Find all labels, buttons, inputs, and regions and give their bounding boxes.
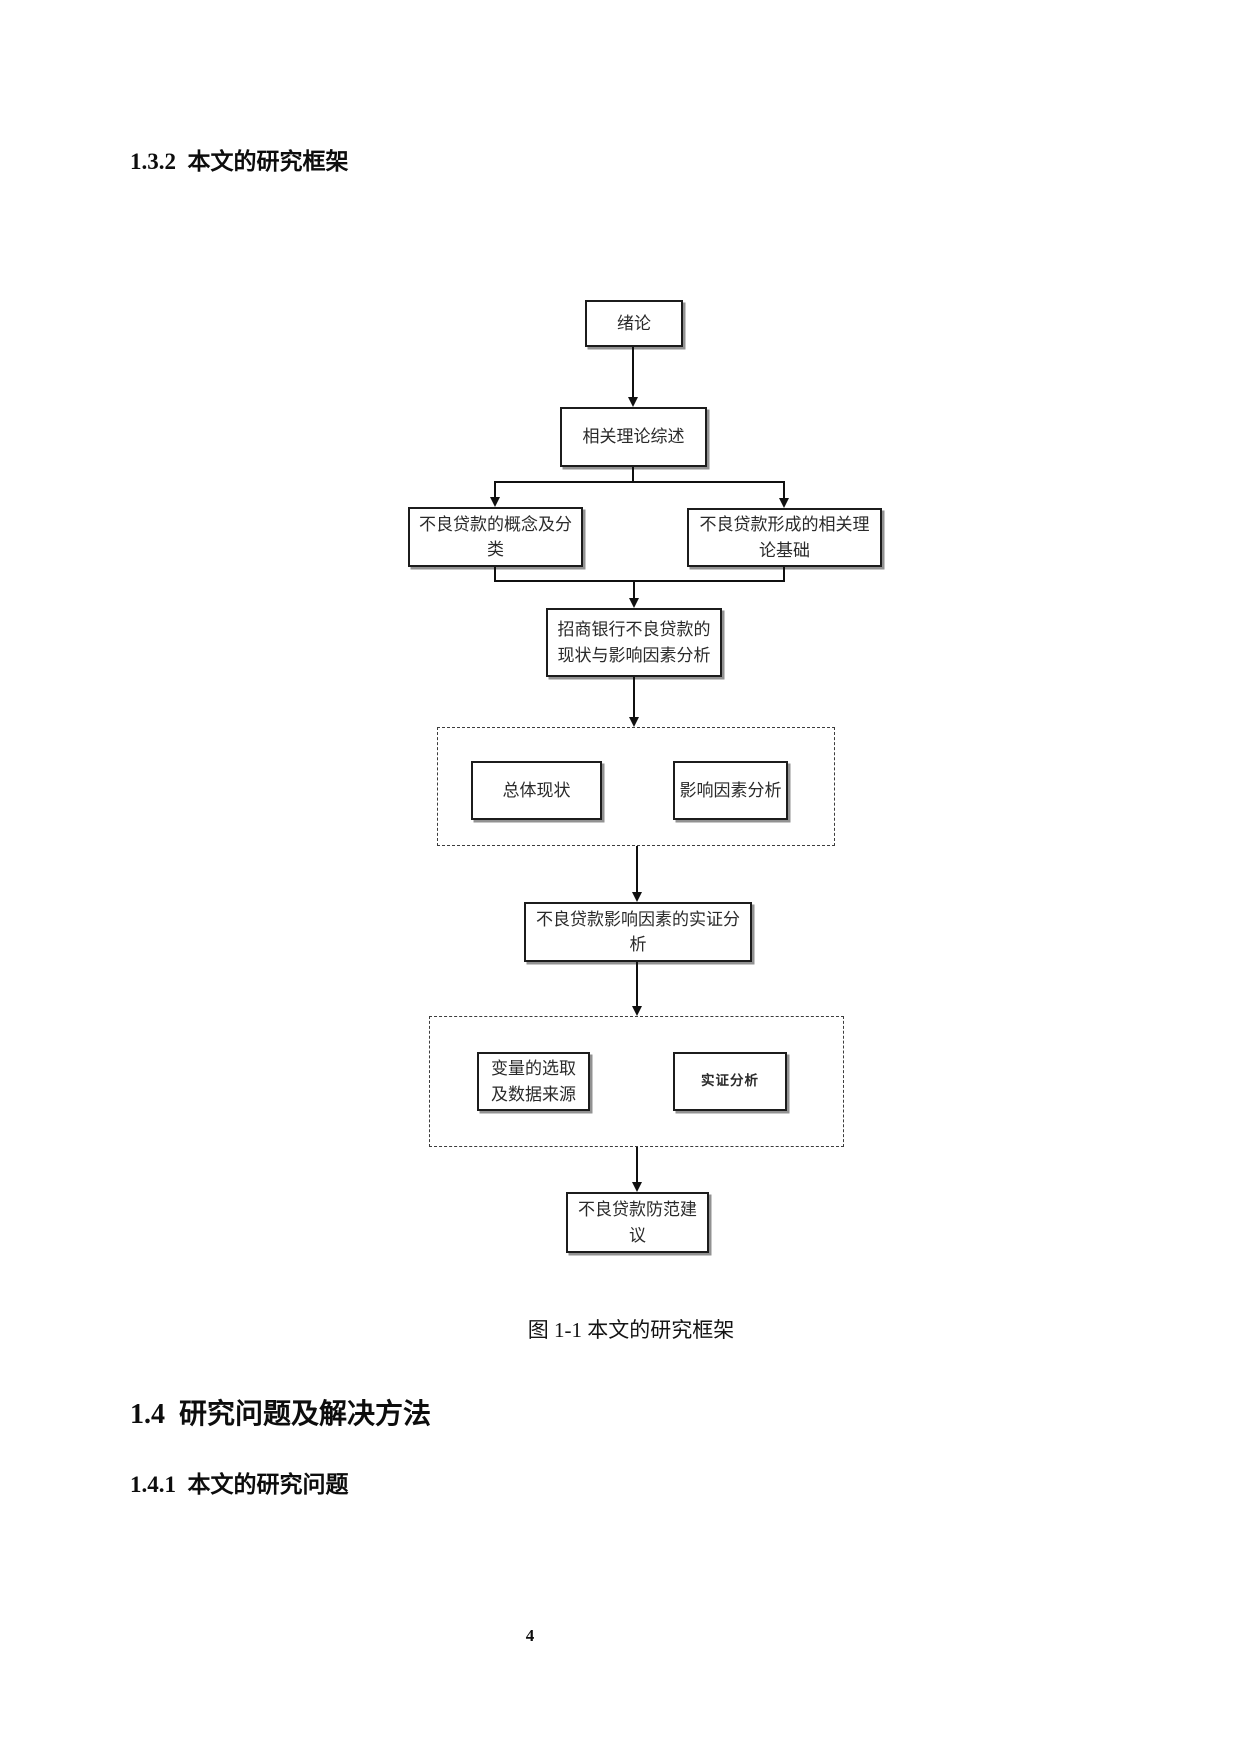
arrowhead-icon — [632, 892, 642, 902]
arrowhead-icon — [632, 1182, 642, 1192]
connector-line — [494, 580, 785, 582]
flowchart-node-prevention-suggestions: 不良贷款防范建议 — [566, 1192, 709, 1253]
connector-line — [632, 467, 634, 483]
connector-line — [494, 481, 785, 483]
flowchart-node-empirical-analysis-of-factors: 不良贷款影响因素的实证分析 — [524, 902, 752, 962]
arrowhead-icon — [629, 598, 639, 608]
connector-line — [783, 481, 785, 499]
connector-line — [494, 567, 496, 582]
flowchart-node-empirical-analysis: 实证分析 — [673, 1052, 787, 1111]
flowchart-node-npl-concept: 不良贷款的概念及分类 — [408, 507, 583, 567]
arrowhead-icon — [629, 717, 639, 727]
connector-line — [636, 846, 638, 893]
arrowhead-icon — [632, 1006, 642, 1016]
arrowhead-icon — [490, 497, 500, 507]
connector-line — [633, 677, 635, 718]
flowchart-node-introduction: 绪论 — [585, 300, 683, 347]
page-number: 4 — [525, 1626, 535, 1645]
arrowhead-icon — [628, 397, 638, 407]
flowchart-node-influence-factor-analysis: 影响因素分析 — [673, 761, 788, 820]
connector-line — [632, 347, 634, 400]
connector-line — [633, 580, 635, 599]
flowchart-node-overall-status: 总体现状 — [471, 761, 602, 820]
section-heading-1-4: 1.4 研究问题及解决方法 — [130, 1399, 432, 1430]
section-heading-1-4-1: 1.4.1 本文的研究问题 — [130, 1472, 349, 1497]
section-heading-1-3-2: 1.3.2 本文的研究框架 — [130, 149, 349, 174]
connector-line — [636, 1147, 638, 1183]
arrowhead-icon — [779, 498, 789, 508]
flowchart-node-cmb-npl-status: 招商银行不良贷款的现状与影响因素分析 — [546, 608, 722, 677]
flowchart-node-theory-review: 相关理论综述 — [560, 407, 707, 467]
figure-caption: 图 1-1 本文的研究框架 — [527, 1318, 735, 1342]
flowchart-dashed-group-empirical — [429, 1016, 844, 1147]
connector-line — [494, 481, 496, 499]
connector-line — [783, 567, 785, 582]
flowchart-dashed-group-status — [437, 727, 835, 846]
flowchart-node-variable-selection: 变量的选取及数据来源 — [477, 1052, 590, 1111]
flowchart-node-npl-formation-theory: 不良贷款形成的相关理论基础 — [687, 508, 882, 567]
connector-line — [636, 962, 638, 1007]
